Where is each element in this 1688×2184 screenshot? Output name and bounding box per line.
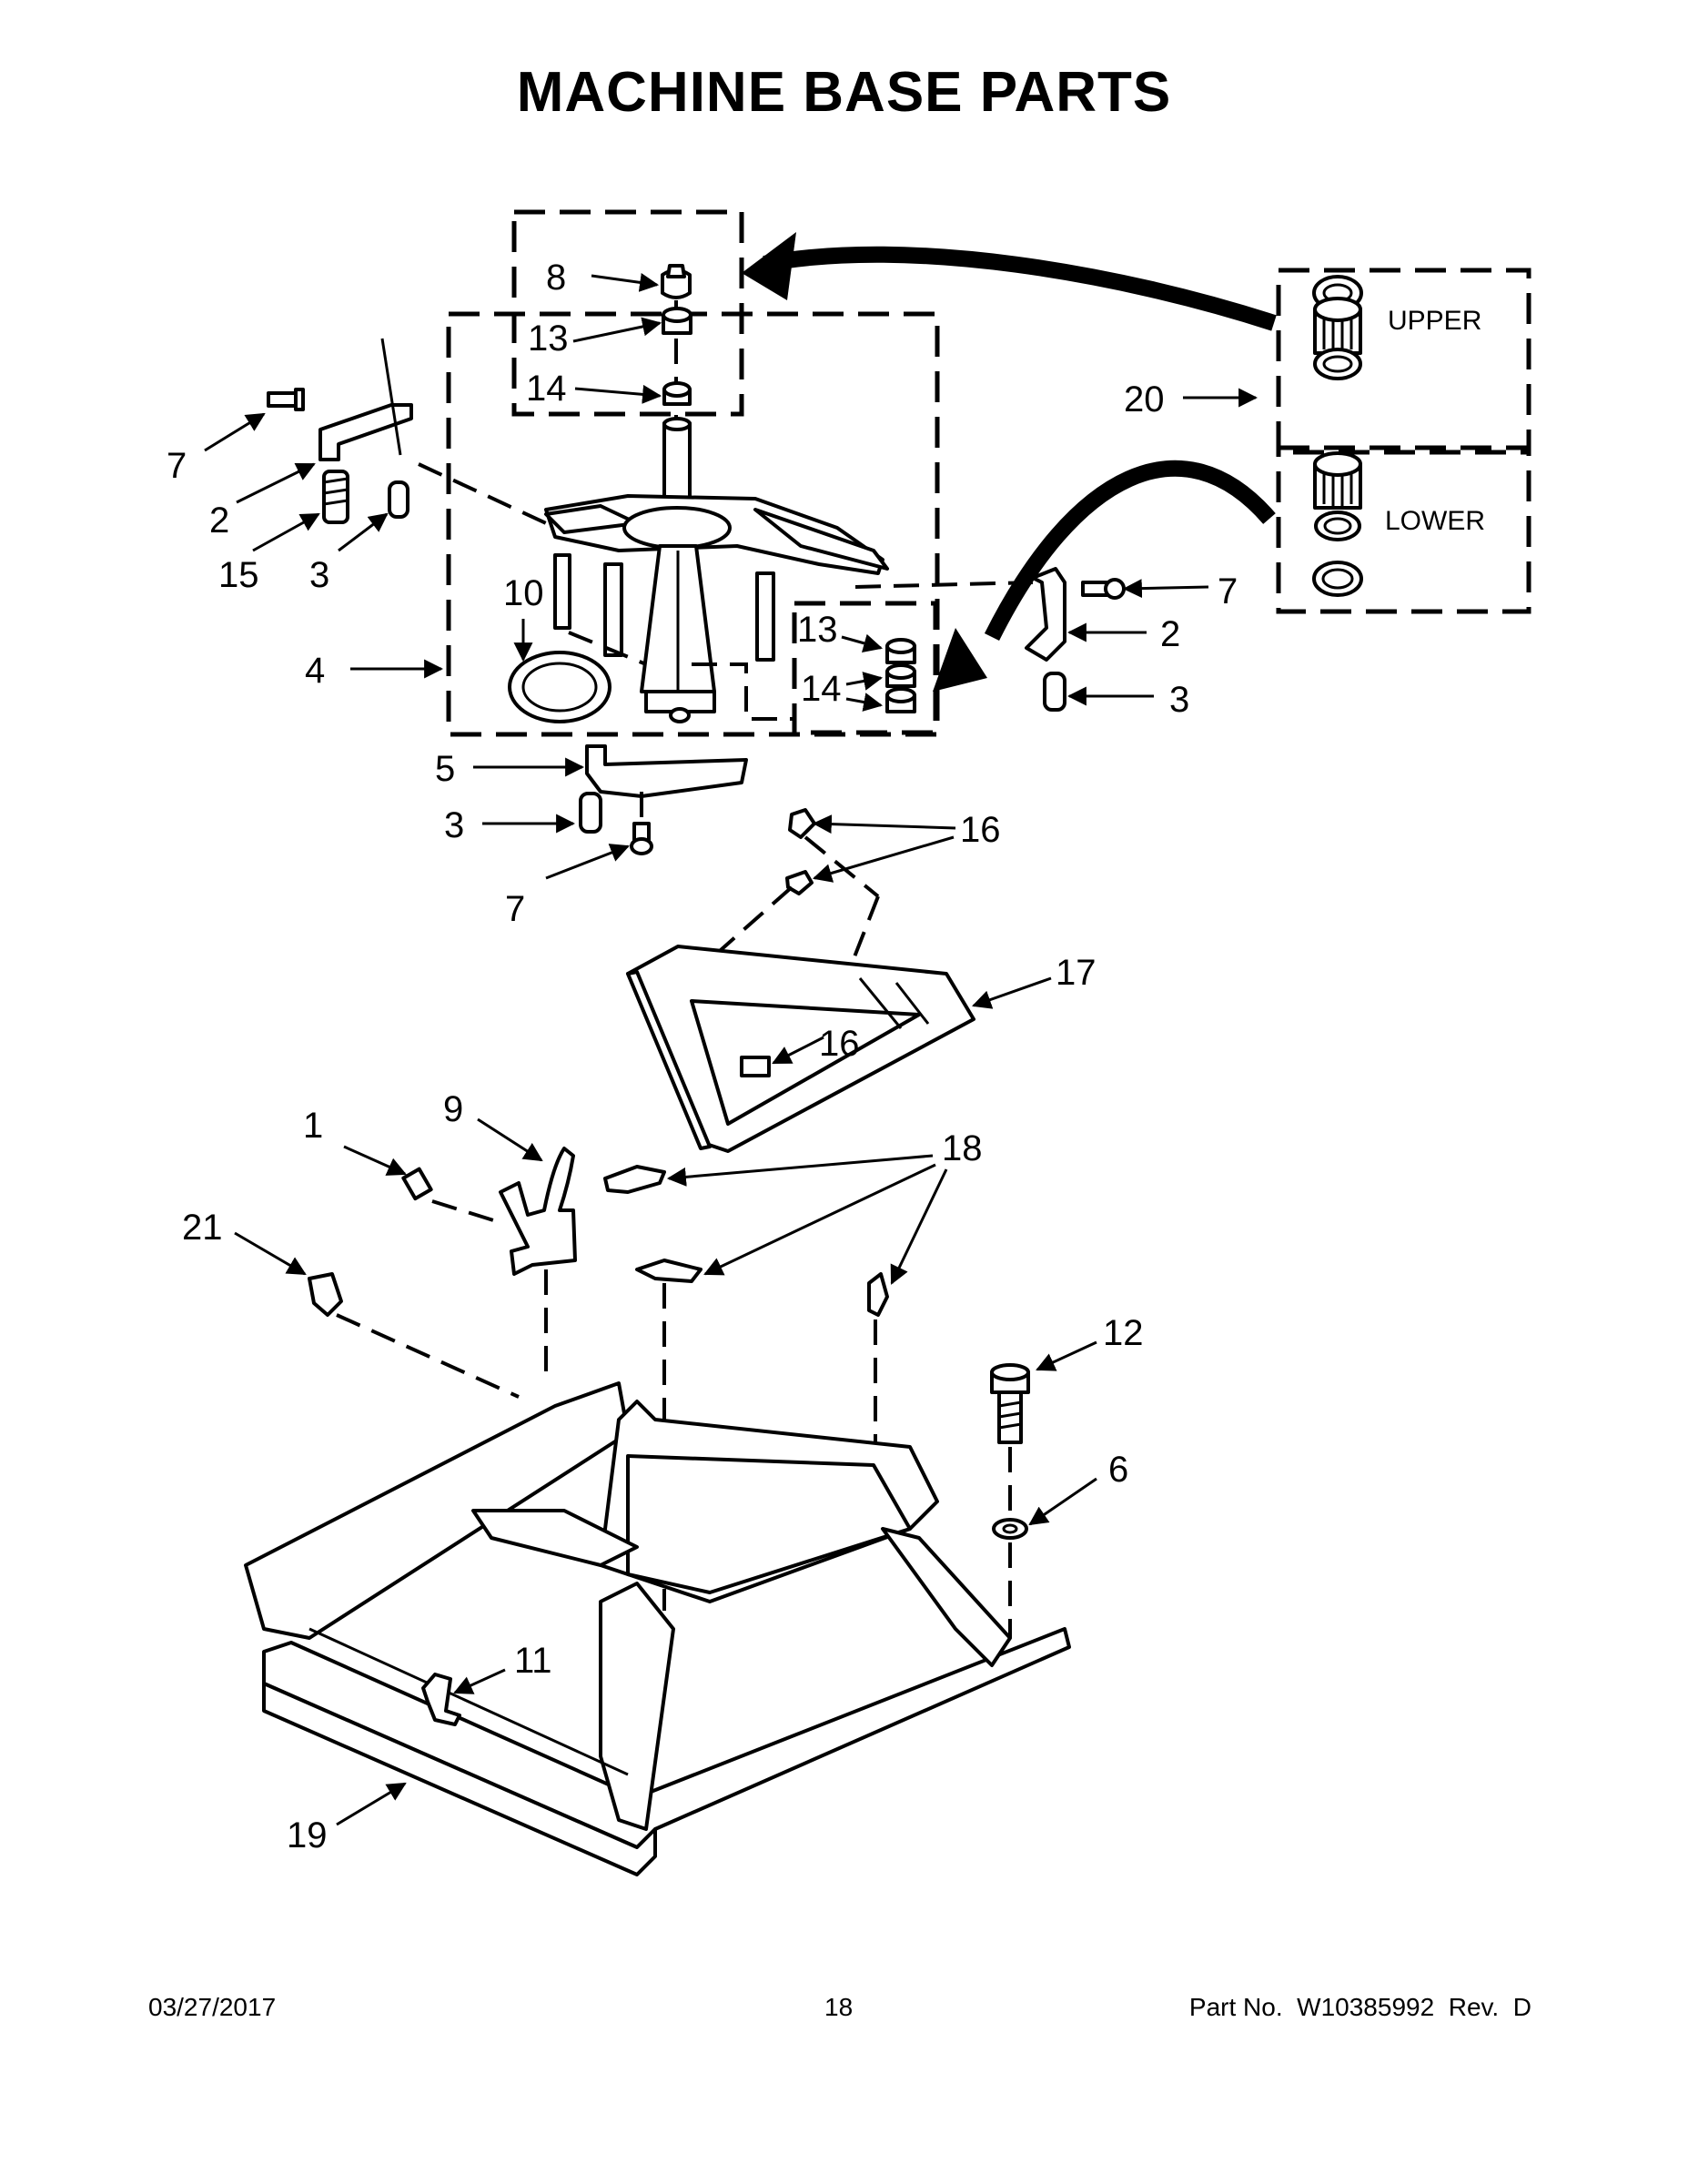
part-16-upper-pads [785,808,816,895]
part-7-right-screw [1081,578,1126,600]
part-8-nut [661,264,692,299]
upper-kit-arrow [763,246,1277,331]
callout-8: 8 [546,258,566,298]
callout-7-left: 7 [167,446,187,486]
callout-7-lower: 7 [505,889,525,929]
footer-date: 03/27/2017 [148,1993,277,2021]
callout-18: 18 [942,1128,983,1168]
upper-bearing-dashed-box [511,209,744,417]
footer-page-number: 18 [824,1993,854,2021]
part-11-bracket [421,1673,461,1726]
part-6-washer [992,1518,1028,1540]
lower-label: LOWER [1385,506,1485,536]
part-14-lower-bearings [885,663,916,713]
callout-5: 5 [435,749,455,789]
part-13-lower-bearing [885,638,916,664]
lower-bearing-dashed-box [792,601,938,735]
gearcase-assembly-dashed-box [446,311,940,737]
part-15-spring [322,470,349,524]
bearing-kit-box [1276,268,1531,614]
callout-12: 12 [1103,1313,1144,1353]
part-3-left-spring [388,480,409,519]
part-2-right-bracket [1025,567,1066,662]
part-2-left-bracket [318,338,413,461]
part-12-leveling-bolt [990,1363,1030,1444]
callout-3-right: 3 [1169,680,1189,720]
part-5-strap [585,744,748,798]
lower-kit-arrow [984,460,1276,642]
callout-15: 15 [218,555,259,595]
callout-3-lower: 3 [444,805,464,845]
leader-arrows [204,272,1258,1826]
part-13-upper-bearing [662,307,692,335]
callout-11: 11 [514,1641,552,1681]
callout-20: 20 [1124,379,1165,420]
lower-bearing-kit-parts [1312,451,1363,597]
part-3-right-spring [1043,672,1066,712]
part-18-clips [603,1165,889,1317]
footer-part-number: Part No. W10385992 Rev. D [1188,1993,1531,2021]
part-9-hose-clamp [499,1147,577,1276]
callout-1: 1 [303,1106,323,1146]
callout-14-upper: 14 [526,369,567,409]
callout-21: 21 [182,1208,223,1248]
callout-7-right: 7 [1218,571,1238,612]
upper-bearing-kit-parts [1312,275,1363,380]
part-1-screw [401,1167,433,1201]
callout-17: 17 [1056,953,1097,993]
callout-14-lower: 14 [801,669,842,709]
upper-kit-arrowhead [742,232,796,300]
callout-13-upper: 13 [528,318,569,359]
callout-10: 10 [503,573,544,613]
callout-2-right: 2 [1160,614,1180,654]
upper-label: UPPER [1388,306,1481,336]
callout-2-left: 2 [209,500,229,541]
part-16-lower-pad [740,1056,771,1077]
part-10-seal-ring [508,651,612,723]
part-7-lower-screw [630,822,653,855]
part-3-lower-spring [579,792,602,834]
page-title: MACHINE BASE PARTS [516,61,1172,124]
callout-4: 4 [305,651,325,691]
callout-3-left: 3 [309,555,329,595]
callout-16-upper: 16 [960,810,1001,850]
part-19-machine-base [244,1381,1071,1876]
callout-19: 19 [287,1815,328,1855]
callout-16-lower: 16 [819,1024,860,1064]
callout-6: 6 [1108,1450,1128,1490]
gearcase-spider [544,417,889,723]
callout-9: 9 [443,1089,463,1129]
part-21-clip [308,1272,343,1317]
callout-13-lower: 13 [797,610,838,650]
lower-kit-arrowhead [933,628,987,692]
part-7-left-screw [267,388,305,411]
part-14-upper-seal [662,381,692,406]
